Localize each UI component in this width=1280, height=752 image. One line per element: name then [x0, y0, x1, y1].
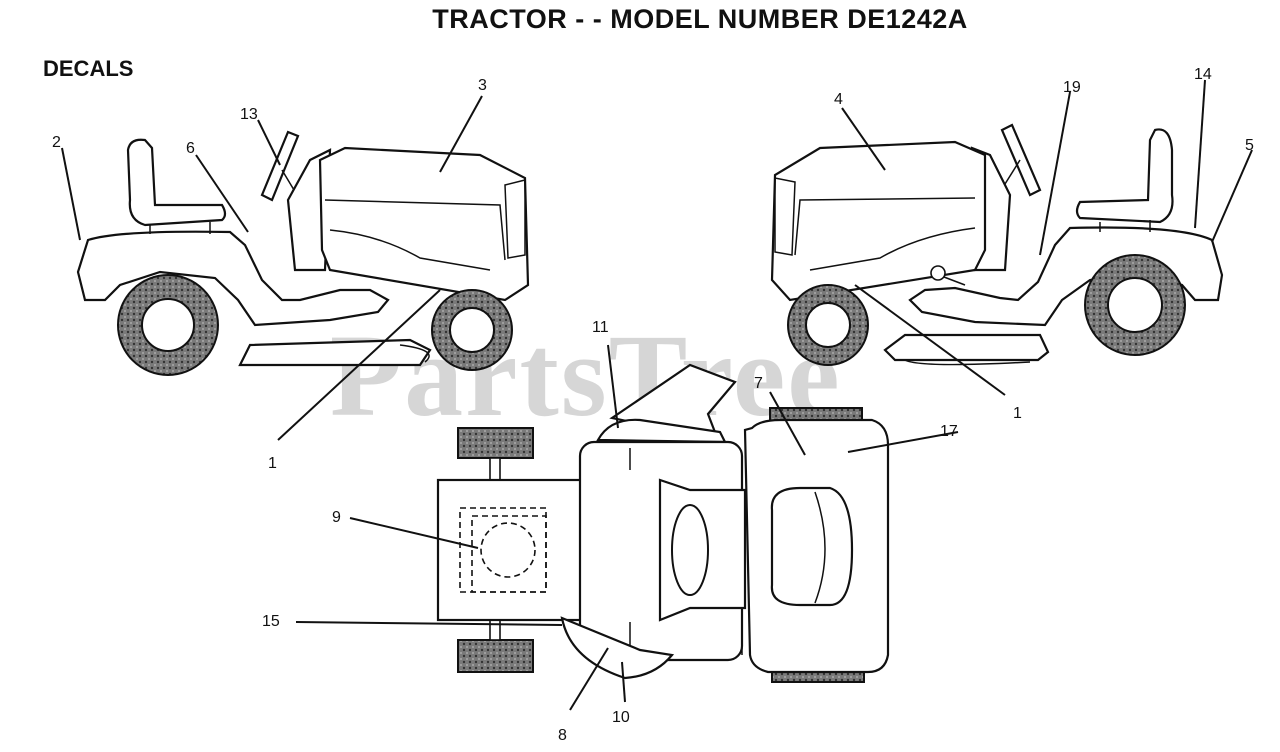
callout-2: 2 [52, 134, 61, 151]
top-rear-tire-upper [457, 427, 534, 459]
callout-3: 3 [478, 77, 487, 94]
tractor-right-side-view [770, 79, 1253, 396]
mower-deck [238, 338, 432, 367]
steering-wheel-right [1000, 123, 1042, 197]
callout-10: 10 [612, 709, 630, 726]
callout-15: 15 [262, 613, 280, 630]
callout-5: 5 [1245, 137, 1254, 154]
section-label: DECALS [43, 56, 134, 81]
callout-4: 4 [834, 91, 843, 108]
callout-13: 13 [240, 106, 258, 123]
rear-fender [76, 230, 390, 327]
rear-fender-right [908, 226, 1224, 327]
top-rear-tire-lower [457, 639, 534, 673]
callout-14: 14 [1194, 66, 1212, 83]
tractor-left-side-view [61, 95, 530, 441]
callout-1-left: 1 [268, 455, 277, 472]
steering-wheel [260, 130, 300, 202]
callout-19: 19 [1063, 79, 1081, 96]
hood [318, 146, 530, 302]
page-title: TRACTOR - - MODEL NUMBER DE1242A [432, 4, 968, 34]
callout-9: 9 [332, 509, 341, 526]
tractor-top-view [295, 344, 959, 711]
seat [126, 138, 227, 227]
callout-17: 17 [940, 423, 958, 440]
callout-7: 7 [754, 375, 763, 392]
callout-6: 6 [186, 140, 195, 157]
callout-labels: 2 6 13 3 1 4 19 14 5 1 11 7 17 9 15 8 10 [52, 66, 1254, 744]
seat-right [1075, 128, 1174, 224]
hood-right [770, 140, 987, 302]
callout-8: 8 [558, 727, 567, 744]
callout-1-right: 1 [1013, 405, 1022, 422]
callout-11: 11 [592, 319, 609, 336]
mower-deck-right [883, 333, 1050, 362]
